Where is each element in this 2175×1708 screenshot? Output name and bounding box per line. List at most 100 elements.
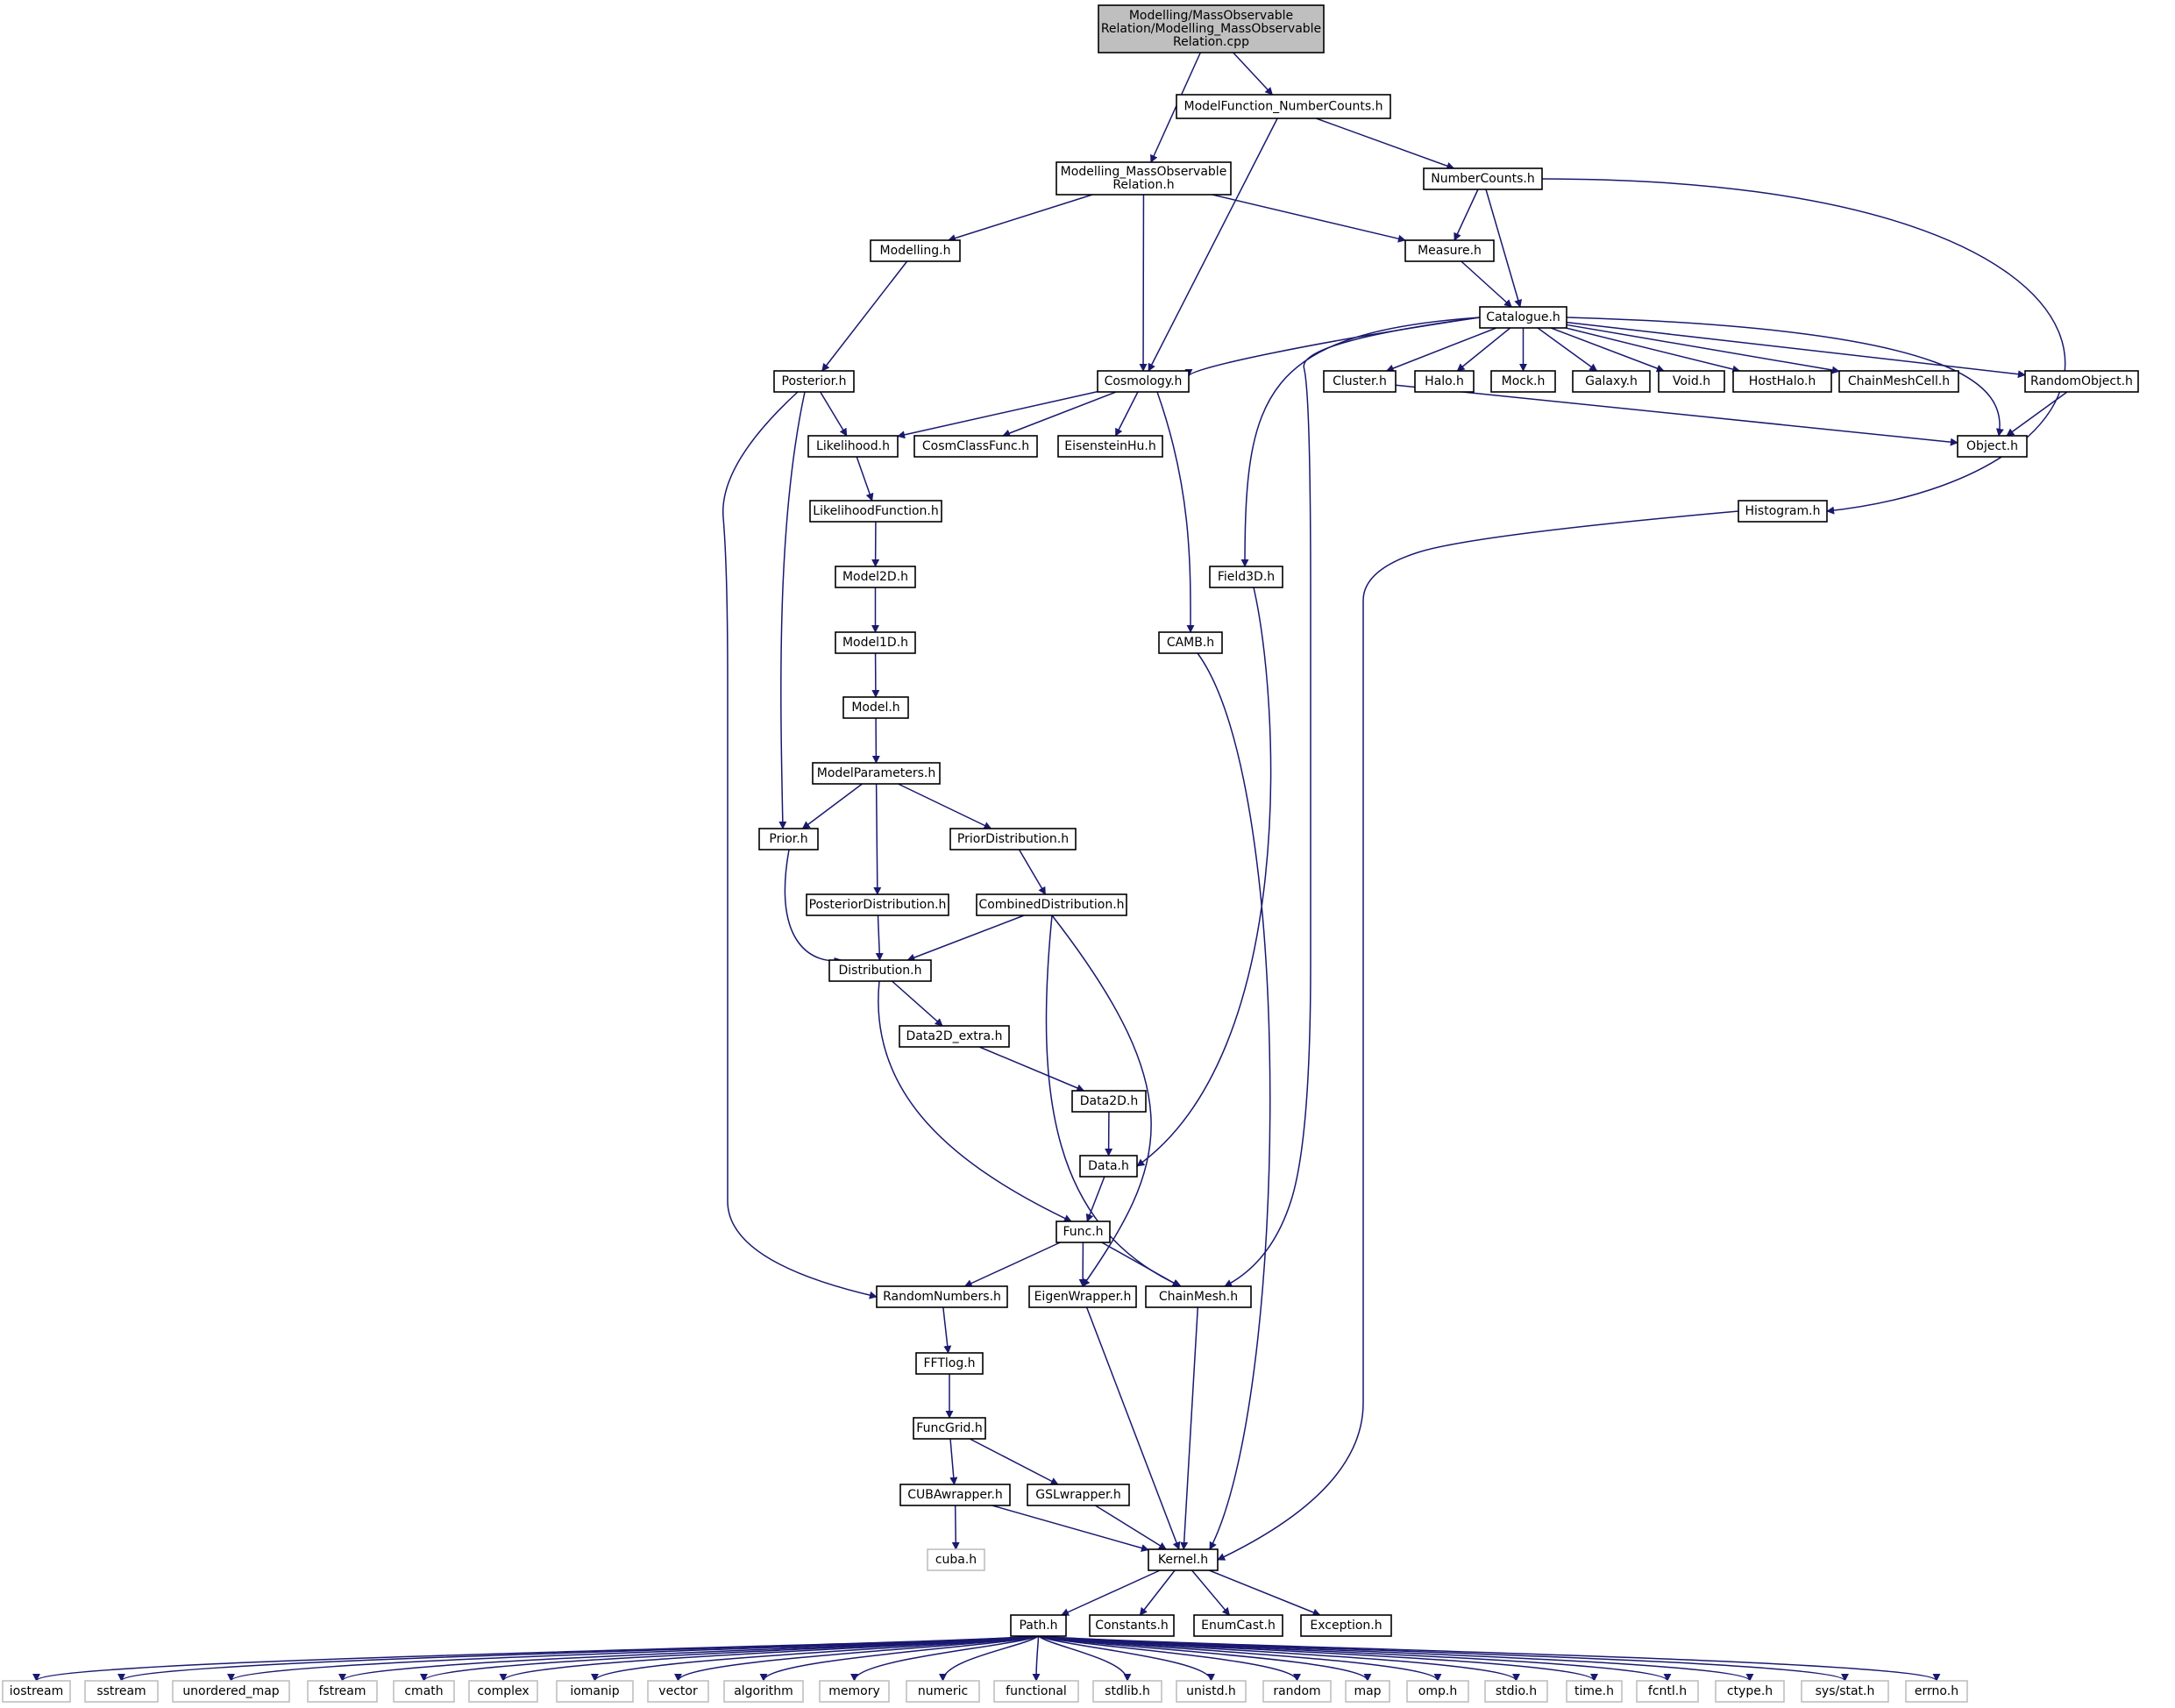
node-camb[interactable]: CAMB.h: [1158, 631, 1223, 654]
node-cuba[interactable]: cuba.h: [927, 1548, 985, 1571]
node-randomobject[interactable]: RandomObject.h: [2024, 370, 2139, 393]
node-prior[interactable]: Prior.h: [758, 828, 819, 850]
node-eigenwrapper[interactable]: EigenWrapper.h: [1028, 1285, 1137, 1308]
node-model2d[interactable]: Model2D.h: [835, 566, 916, 588]
node-label: memory: [828, 1684, 880, 1698]
node-label: Model1D.h: [842, 636, 908, 650]
node-likelihoodfunction[interactable]: LikelihoodFunction.h: [809, 500, 942, 523]
node-data2dextra[interactable]: Data2D_extra.h: [899, 1025, 1010, 1048]
node-vector[interactable]: vector: [647, 1680, 709, 1703]
node-box: [835, 631, 916, 654]
edge-posterior-to-prior: [778, 391, 806, 829]
node-eisensteinhu[interactable]: EisensteinHu.h: [1057, 435, 1163, 458]
edge-cluster-to-object: [1395, 384, 1958, 446]
node-time[interactable]: time.h: [1566, 1680, 1623, 1703]
node-box: [1209, 566, 1283, 588]
node-label: Mock.h: [1502, 374, 1546, 388]
node-box: [1801, 1680, 1889, 1703]
node-data2d[interactable]: Data2D.h: [1071, 1090, 1147, 1113]
node-priordistribution[interactable]: PriorDistribution.h: [949, 828, 1077, 850]
node-hosthalo[interactable]: HostHalo.h: [1732, 370, 1832, 393]
node-label: Exception.h: [1310, 1619, 1382, 1633]
node-posteriordistribution[interactable]: PosteriorDistribution.h: [806, 893, 949, 916]
node-func[interactable]: Func.h: [1056, 1221, 1111, 1243]
node-combineddistribution[interactable]: CombinedDistribution.h: [976, 893, 1127, 916]
node-box: [1176, 94, 1391, 119]
node-ctype[interactable]: ctype.h: [1715, 1680, 1785, 1703]
node-gslwrapper[interactable]: GSLwrapper.h: [1027, 1484, 1130, 1506]
edge-field3d-to-data: [1136, 587, 1272, 1167]
node-constants[interactable]: Constants.h: [1089, 1614, 1175, 1637]
node-unordered_map[interactable]: unordered_map: [172, 1680, 290, 1703]
node-nc[interactable]: NumberCounts.h: [1423, 167, 1543, 190]
node-functional[interactable]: functional: [993, 1680, 1079, 1703]
edge-root-to-mfnc: [1233, 52, 1274, 96]
node-chainmesh[interactable]: ChainMesh.h: [1145, 1285, 1252, 1308]
node-funcgrid[interactable]: FuncGrid.h: [913, 1417, 986, 1440]
node-mock[interactable]: Mock.h: [1490, 370, 1556, 393]
node-box: [1345, 1680, 1390, 1703]
node-catalogue[interactable]: Catalogue.h: [1479, 306, 1567, 329]
node-enumcast[interactable]: EnumCast.h: [1193, 1614, 1283, 1637]
node-box: [812, 762, 941, 785]
node-root[interactable]: Modelling/MassObservableRelation/Modelli…: [1098, 4, 1325, 53]
node-chainmeshcell[interactable]: ChainMeshCell.h: [1838, 370, 1959, 393]
node-model1d[interactable]: Model1D.h: [835, 631, 916, 654]
node-box: [807, 435, 899, 458]
node-likelihood[interactable]: Likelihood.h: [807, 435, 899, 458]
node-omp[interactable]: omp.h: [1406, 1680, 1469, 1703]
edge-randomobject-to-object: [2006, 391, 2068, 437]
node-unistd[interactable]: unistd.h: [1176, 1680, 1247, 1703]
node-label: Measure.h: [1418, 244, 1482, 258]
node-box: [1071, 1090, 1147, 1113]
node-errno[interactable]: errno.h: [1905, 1680, 1968, 1703]
node-label: CAMB.h: [1167, 636, 1214, 650]
node-cmath[interactable]: cmath: [393, 1680, 455, 1703]
node-fstream[interactable]: fstream: [307, 1680, 378, 1703]
node-stdio[interactable]: stdio.h: [1484, 1680, 1548, 1703]
node-measure[interactable]: Measure.h: [1404, 239, 1495, 262]
node-kernel[interactable]: Kernel.h: [1148, 1548, 1219, 1571]
node-label: Likelihood.h: [816, 439, 890, 453]
node-numeric[interactable]: numeric: [906, 1680, 980, 1703]
edge-path-to-algorithm: [759, 1635, 1039, 1682]
node-galaxy[interactable]: Galaxy.h: [1572, 370, 1651, 393]
node-path[interactable]: Path.h: [1010, 1614, 1067, 1637]
node-modelparameters[interactable]: ModelParameters.h: [812, 762, 941, 785]
node-stdlib[interactable]: stdlib.h: [1092, 1680, 1162, 1703]
node-void[interactable]: Void.h: [1658, 370, 1725, 393]
node-posterior[interactable]: Posterior.h: [773, 370, 855, 393]
node-field3d[interactable]: Field3D.h: [1209, 566, 1283, 588]
node-sysstat[interactable]: sys/stat.h: [1801, 1680, 1889, 1703]
node-sstream[interactable]: sstream: [84, 1680, 159, 1703]
node-mfnc[interactable]: ModelFunction_NumberCounts.h: [1176, 94, 1391, 119]
node-cosmology[interactable]: Cosmology.h: [1097, 370, 1190, 393]
node-box: [1262, 1680, 1332, 1703]
node-random[interactable]: random: [1262, 1680, 1332, 1703]
node-distribution[interactable]: Distribution.h: [828, 959, 932, 982]
node-label: HostHalo.h: [1749, 374, 1816, 388]
node-halo[interactable]: Halo.h: [1414, 370, 1475, 393]
node-data[interactable]: Data.h: [1079, 1155, 1138, 1178]
node-cubawrapper[interactable]: CUBAwrapper.h: [899, 1484, 1011, 1506]
node-fftlog[interactable]: FFTlog.h: [915, 1352, 984, 1375]
node-algorithm[interactable]: algorithm: [723, 1680, 804, 1703]
node-iomanip[interactable]: iomanip: [556, 1680, 634, 1703]
node-memory[interactable]: memory: [819, 1680, 890, 1703]
node-model[interactable]: Model.h: [842, 696, 909, 719]
node-cosmclassfunc[interactable]: CosmClassFunc.h: [913, 435, 1038, 458]
node-fcntl[interactable]: fcntl.h: [1636, 1680, 1699, 1703]
edge-likelihood-to-likelihoodfunction: [856, 456, 874, 502]
node-histogram[interactable]: Histogram.h: [1738, 500, 1828, 523]
node-map[interactable]: map: [1345, 1680, 1390, 1703]
node-iostream[interactable]: iostream: [2, 1680, 71, 1703]
node-exception[interactable]: Exception.h: [1300, 1614, 1392, 1637]
node-randomnumbers[interactable]: RandomNumbers.h: [876, 1285, 1008, 1308]
node-complex[interactable]: complex: [468, 1680, 538, 1703]
node-box: [1089, 1614, 1175, 1637]
node-modelling[interactable]: Modelling.h: [870, 239, 961, 262]
edge-catalogue-to-field3d: [1240, 317, 1481, 567]
node-cluster[interactable]: Cluster.h: [1323, 370, 1397, 393]
node-object[interactable]: Object.h: [1957, 435, 2028, 458]
